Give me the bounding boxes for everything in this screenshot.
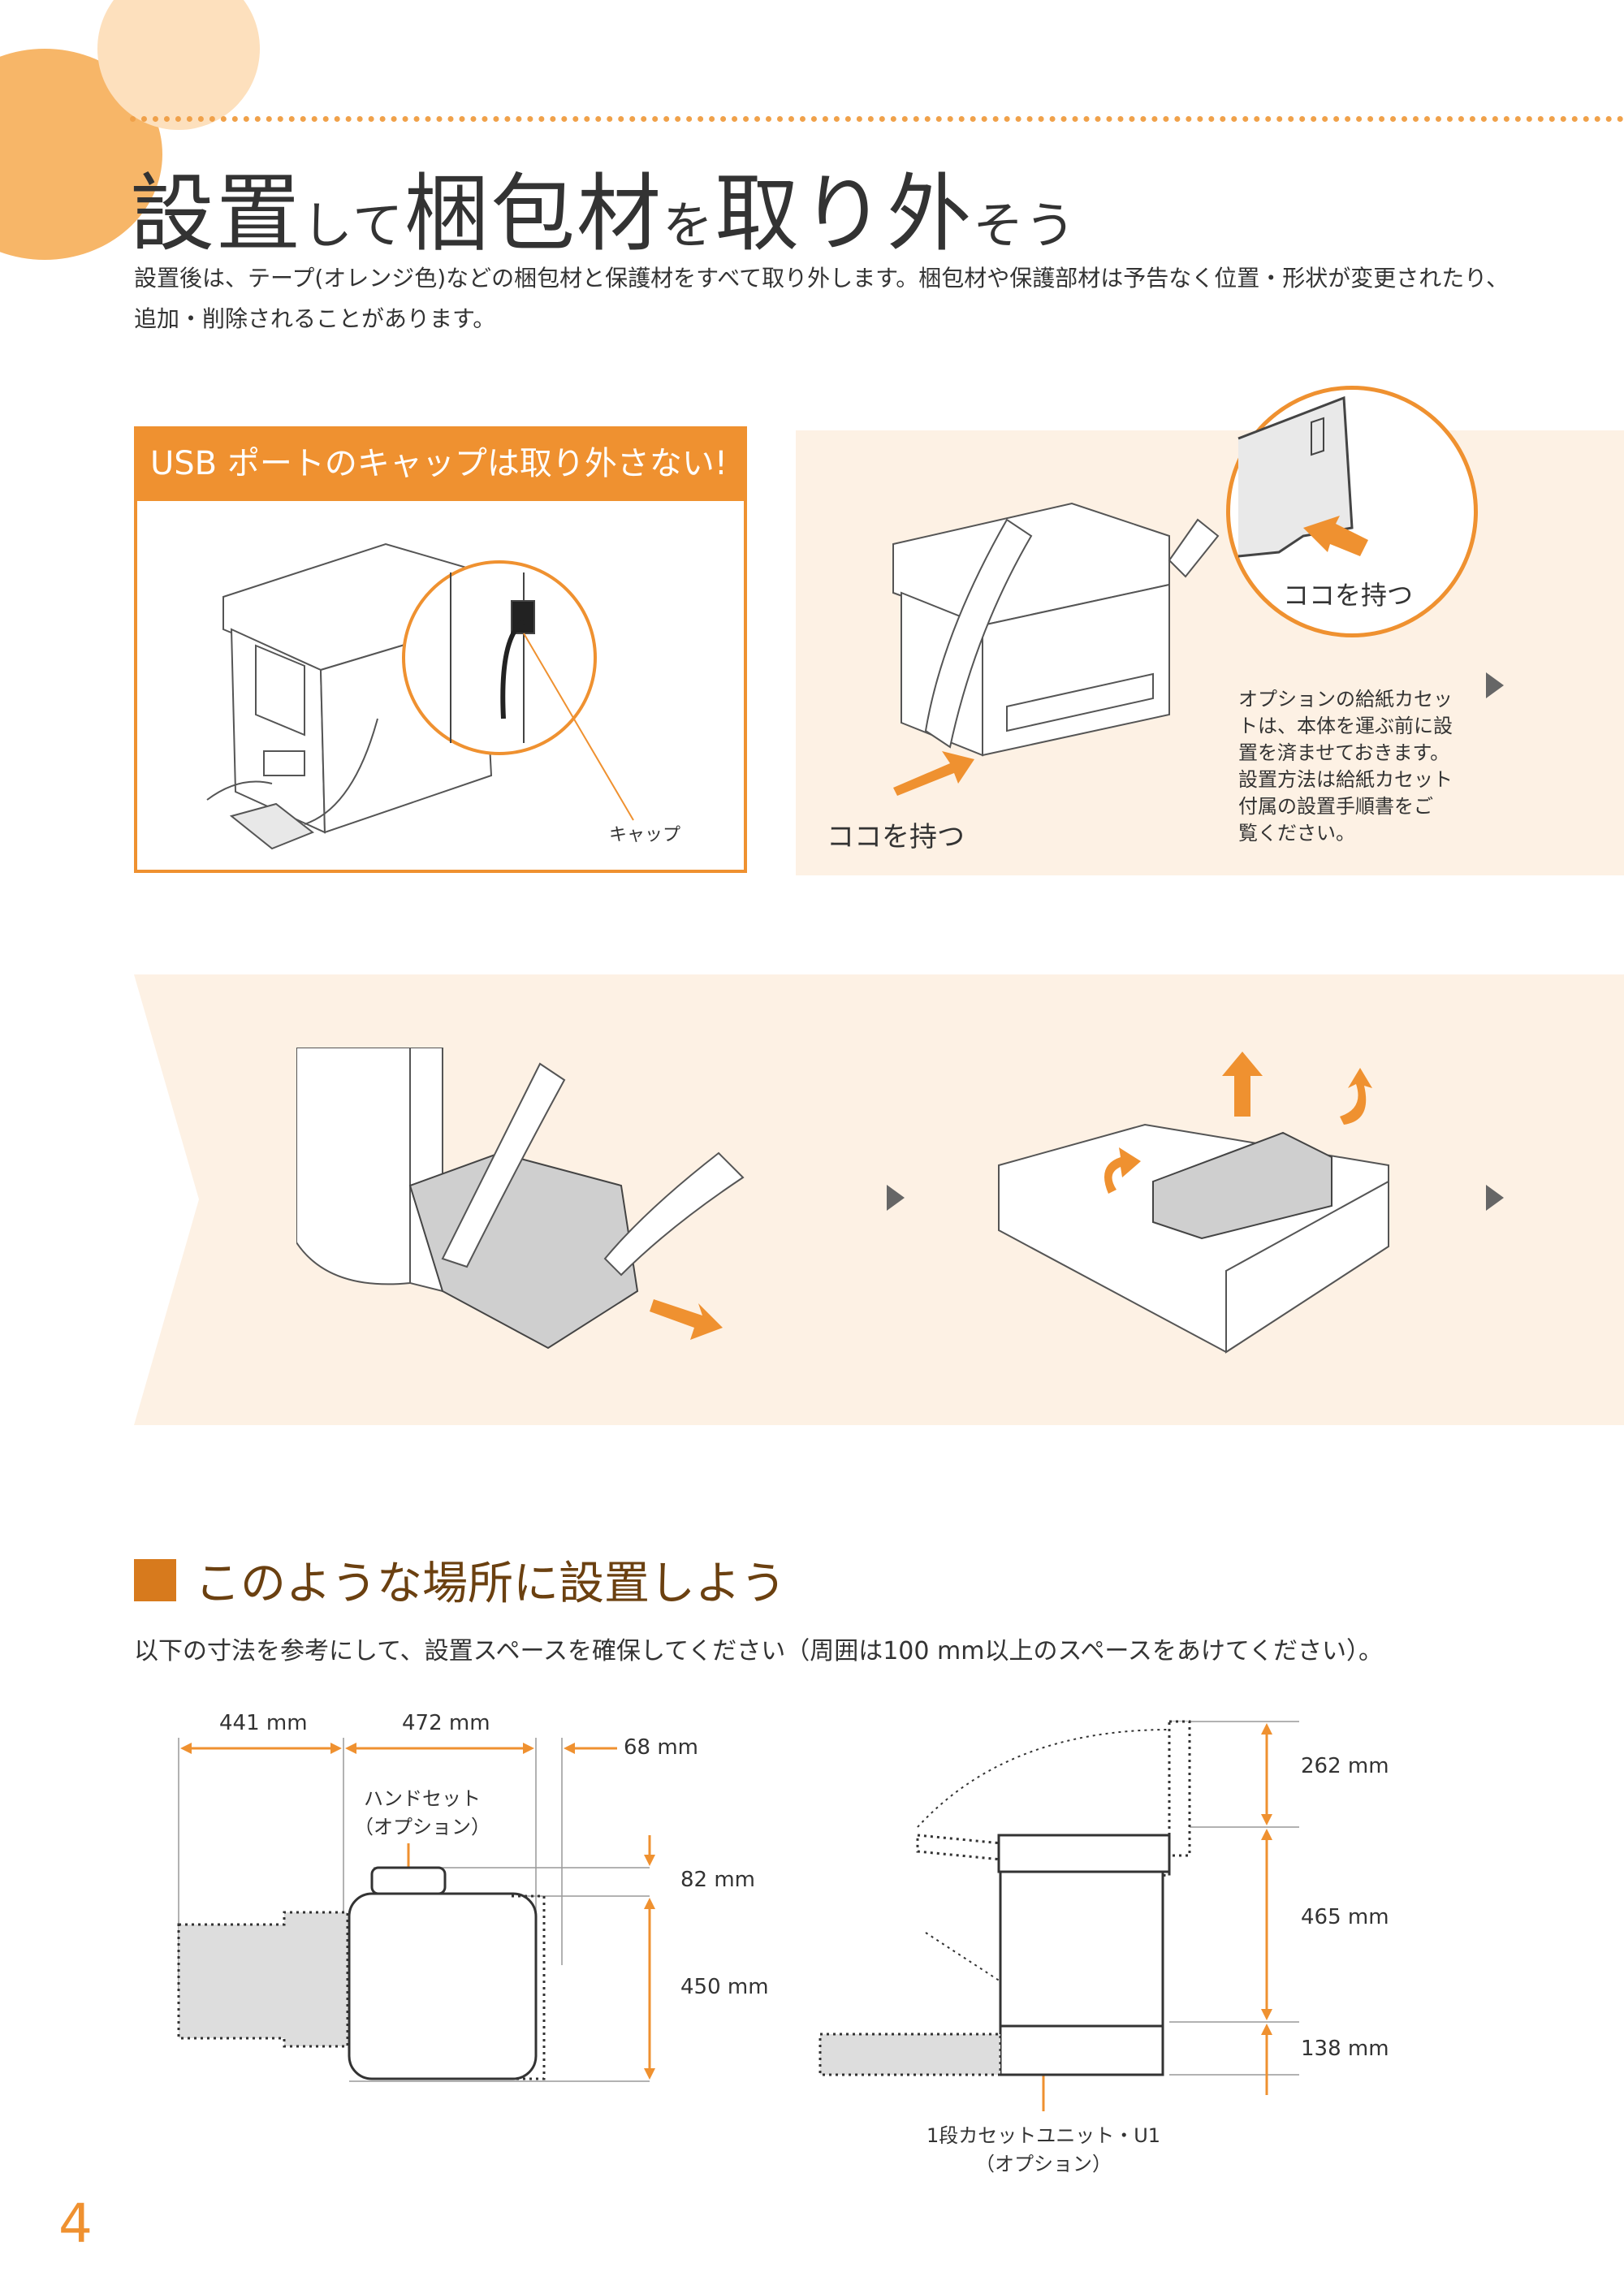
cap-label: キャップ — [609, 825, 681, 845]
dim-height-465: 465 mm — [1301, 1905, 1389, 1929]
side-view-dimension-drawing — [818, 1720, 1299, 2111]
dim-depth-450: 450 mm — [680, 1975, 769, 1999]
next-step-arrow-icon — [1486, 672, 1504, 698]
cassette-unit-label: 1段カセットユニット・U1 （オプション） — [926, 2124, 1161, 2175]
hold-here-label-zoom: ココを持つ — [1283, 580, 1414, 611]
dim-height-138: 138 mm — [1301, 2037, 1389, 2061]
page-number: 4 — [58, 2192, 93, 2255]
dim-width-472: 472 mm — [402, 1711, 490, 1735]
cassette-pull-illustration — [296, 1048, 745, 1350]
hold-here-label-front: ココを持つ — [827, 821, 965, 853]
next-step-arrow-icon-2 — [887, 1185, 905, 1211]
handset-label: ハンドセット （オプション） — [354, 1787, 490, 1838]
decor-circle-small — [97, 0, 260, 130]
page-title: 設置して梱包材を取り外そう — [130, 164, 1078, 263]
dotted-rule — [130, 116, 1624, 122]
printer-rear-illustration — [206, 542, 634, 850]
top-view-dimension-drawing — [177, 1738, 655, 2082]
dim-width-68: 68 mm — [624, 1735, 699, 1760]
dim-height-262: 262 mm — [1301, 1754, 1389, 1778]
dim-depth-82: 82 mm — [680, 1868, 756, 1892]
section-title: このような場所に設置しよう — [195, 1557, 786, 1610]
cassette-note: オプションの給紙カセッ トは、本体を運ぶ前に設 置を済ませておきます。 設置方法… — [1238, 688, 1453, 845]
printer-carry-illustration — [892, 502, 1220, 796]
next-step-arrow-icon-3 — [1486, 1185, 1504, 1211]
dim-width-441: 441 mm — [219, 1711, 308, 1735]
intro-text: 設置後は、テープ(オレンジ色)などの梱包材と保護材をすべて取り外します。梱包材や… — [134, 265, 1510, 332]
section-marker — [134, 1559, 176, 1601]
usb-warning-heading: USB ポートのキャップは取り外さない! — [134, 426, 747, 501]
cassette-tape-removal-illustration — [998, 1052, 1389, 1354]
section-body: 以下の寸法を参考にして、設置スペースを確保してください（周囲は100 mm以上の… — [134, 1637, 1383, 1665]
handle-zoom-detail — [1237, 395, 1368, 558]
band-chevron-cut — [134, 974, 199, 1425]
